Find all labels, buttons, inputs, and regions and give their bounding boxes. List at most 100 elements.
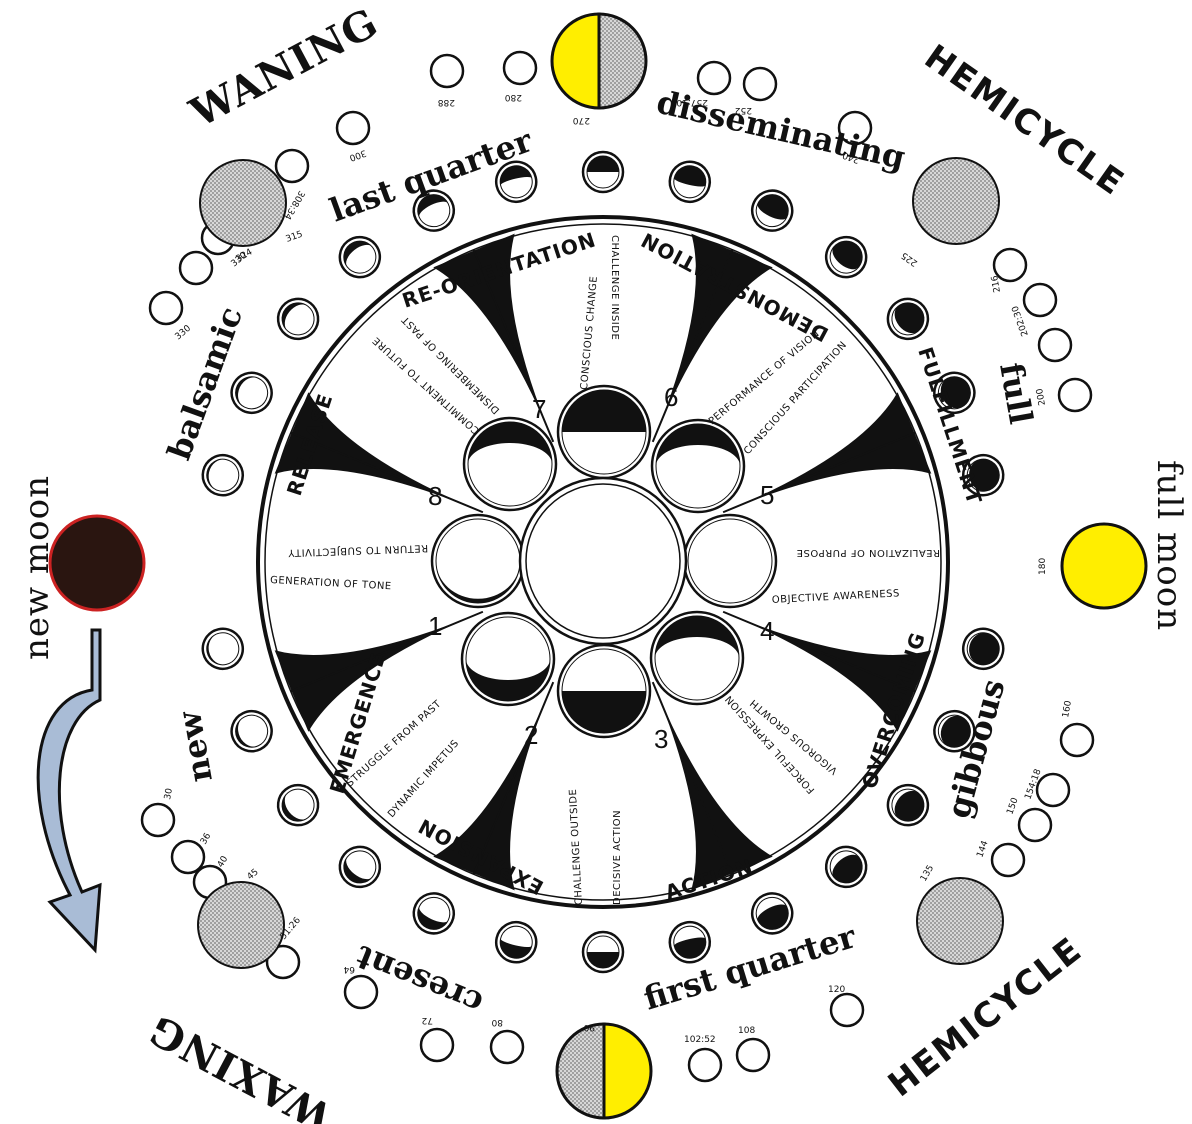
degree-circle [744, 68, 776, 100]
full-moon-disc [1062, 524, 1146, 608]
degree-circle [737, 1039, 769, 1071]
phase-new-label: new [170, 707, 220, 785]
inner-moon-4 [651, 612, 743, 704]
ring-moon [407, 887, 460, 940]
inner-moon-3 [558, 645, 650, 737]
degree-circle [180, 252, 212, 284]
degree-circle [276, 150, 308, 182]
degree-label: 252 [735, 105, 752, 115]
ring-moon [959, 625, 1007, 673]
degree-label: 270 [573, 115, 590, 125]
degree-label: 300 [348, 147, 368, 162]
degree-circle [1061, 724, 1093, 756]
degree-label: 135 [919, 864, 936, 884]
sector-overcoming: OVERCOMING [857, 629, 930, 792]
degree-label: 144 [975, 839, 990, 859]
degree-circle [1024, 284, 1056, 316]
ring-moon [199, 625, 247, 673]
curved-arrow-icon [38, 630, 100, 950]
ring-moon [818, 229, 874, 285]
phase-full-label: full [992, 360, 1040, 427]
ring-moon [225, 705, 278, 758]
spoke-objective-awareness: OBJECTIVE AWARENESS [772, 588, 901, 606]
number-4: 4 [760, 616, 774, 646]
ring-moon [270, 777, 326, 833]
degree-circle [831, 994, 863, 1026]
degree-circle [504, 52, 536, 84]
degree-label: 102:52 [684, 1035, 716, 1045]
ring-moon [225, 366, 278, 419]
full-moon-label: full moon [1149, 460, 1189, 631]
ring-moon [332, 839, 388, 895]
degree-label: 200 [1035, 387, 1048, 406]
last-quarter-half-moon [552, 14, 646, 108]
degree-label: 72 [422, 1015, 433, 1025]
degree-circle [992, 844, 1024, 876]
inner-moon-6 [652, 420, 744, 512]
new-moon-disc [50, 516, 144, 610]
ring-moon [666, 918, 714, 966]
spoke-realization-of-purpose: REALIZATION OF PURPOSE [796, 547, 940, 558]
stippled-moon-ne [913, 158, 999, 244]
degree-circle [1037, 774, 1069, 806]
first-quarter-half-moon [557, 1024, 651, 1118]
degree-label: 30 [163, 787, 175, 800]
number-7: 7 [532, 394, 546, 424]
degree-circle [689, 1049, 721, 1081]
spoke-decisive-action: DECISIVE ACTION [612, 810, 623, 905]
ring-moon [666, 158, 714, 206]
waxing-label: WAXING [141, 1005, 340, 1124]
ring-moon [199, 451, 247, 499]
degree-circle [1059, 379, 1091, 411]
ring-moon [880, 777, 936, 833]
ring-moon [746, 184, 799, 237]
stippled-moon-sw [198, 882, 284, 968]
center-circle [520, 478, 686, 644]
degree-label: 257:10 [676, 97, 708, 107]
degree-label: 315 [285, 230, 305, 245]
phase-cresent-label: cresent [350, 938, 488, 1023]
degree-label: 330 [174, 323, 194, 342]
sector-demonstration: DEMONSTRATION [636, 227, 832, 346]
spoke-performance-of-vision: PERFORMANCE OF VISION [707, 328, 822, 427]
sector-fulfillment: FULFILLMENT [913, 344, 987, 508]
degree-circle [337, 112, 369, 144]
degree-label: 288 [438, 97, 455, 107]
degree-circle [491, 1031, 523, 1063]
spoke-dynamic-impetus: DYNAMIC IMPETUS [386, 738, 461, 820]
number-8: 8 [428, 481, 442, 511]
degree-circle [142, 804, 174, 836]
spoke-challenge-outside: CHALLENGE OUTSIDE [568, 788, 585, 905]
stippled-moon-se [917, 878, 1003, 964]
degree-circle [431, 55, 463, 87]
degree-label: 120 [828, 985, 845, 995]
inner-moon-5 [684, 515, 776, 607]
ring-moon [332, 229, 388, 285]
ring-moon [880, 291, 936, 347]
degree-label: 280 [505, 92, 522, 102]
degree-circle [421, 1029, 453, 1061]
ring-moon [818, 839, 874, 895]
degree-circle [1039, 329, 1071, 361]
stippled-moon-nw [200, 160, 286, 246]
degree-label: 80 [491, 1017, 503, 1027]
spoke-wedge [653, 682, 773, 890]
degree-circle [172, 841, 204, 873]
number-2: 2 [524, 720, 538, 750]
number-3: 3 [654, 724, 668, 754]
degree-circle [150, 292, 182, 324]
number-6: 6 [664, 382, 678, 412]
degree-label: 108 [738, 1026, 755, 1036]
degree-label: 45 [246, 867, 261, 882]
ring-moon [492, 918, 540, 966]
degree-label: 180 [1038, 558, 1048, 575]
degree-label: 90 [583, 1022, 595, 1032]
spoke-conscious-change: CONSCIOUS CHANGE [579, 276, 600, 391]
degree-label: 150 [1005, 796, 1020, 816]
ring-moon [583, 152, 623, 192]
degree-label: 225 [900, 250, 920, 268]
spoke-challenge-inside: CHALLENGE INSIDE [609, 235, 620, 340]
degree-circle [1019, 809, 1051, 841]
spoke-return-to-subjectivity: RETURN TO SUBJECTIVITY [287, 542, 428, 558]
